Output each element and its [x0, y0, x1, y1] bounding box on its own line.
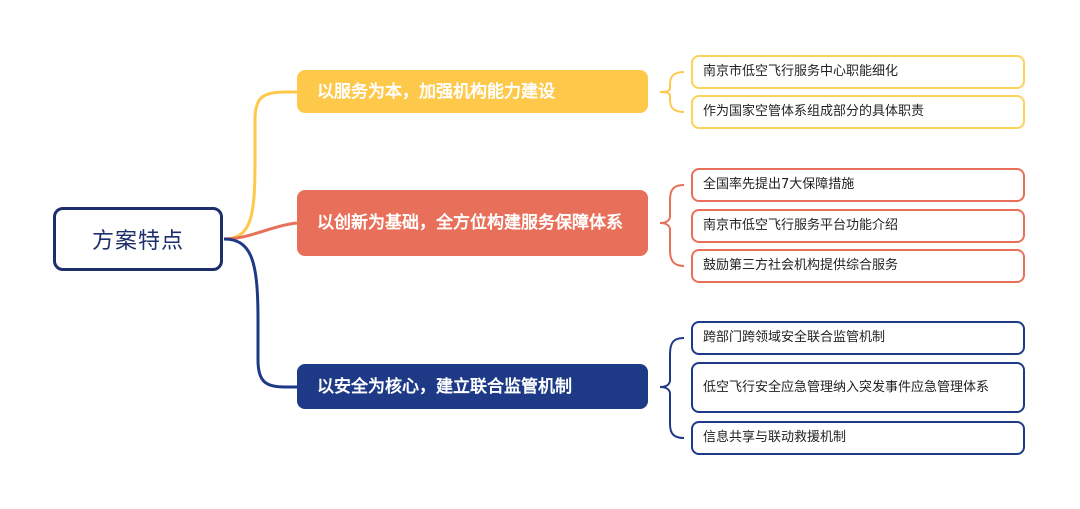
branch-label: 以创新为基础，全方位构建服务保障体系	[317, 213, 623, 233]
connector-root-branch-1	[223, 90, 297, 241]
root-node: 方案特点	[53, 207, 223, 271]
leaf-label: 低空飞行安全应急管理纳入突发事件应急管理体系	[703, 379, 990, 395]
branch-node-1: 以服务为本，加强机构能力建设	[297, 70, 648, 113]
leaf-node: 鼓励第三方社会机构提供综合服务	[691, 249, 1025, 283]
leaf-label: 全国率先提出7大保障措施	[703, 177, 855, 192]
leaf-node: 跨部门跨领域安全联合监管机制	[691, 321, 1025, 355]
leaf-node: 全国率先提出7大保障措施	[691, 168, 1025, 202]
branch-label: 以安全为核心，建立联合监管机制	[317, 376, 572, 397]
branch-node-2: 以创新为基础，全方位构建服务保障体系	[297, 190, 648, 256]
connector-root-branch-3	[223, 237, 297, 389]
leaf-label: 作为国家空管体系组成部分的具体职责	[703, 104, 925, 119]
leaf-label: 南京市低空飞行服务中心职能细化	[703, 64, 899, 79]
leaf-label: 跨部门跨领域安全联合监管机制	[703, 330, 886, 345]
branch-node-3: 以安全为核心，建立联合监管机制	[297, 364, 648, 409]
leaf-label: 鼓励第三方社会机构提供综合服务	[703, 258, 899, 273]
leaf-node: 信息共享与联动救援机制	[691, 421, 1025, 455]
leaf-label: 南京市低空飞行服务平台功能介绍	[703, 218, 899, 233]
leaf-node: 南京市低空飞行服务中心职能细化	[691, 55, 1025, 89]
brace-branch-3	[659, 337, 685, 439]
leaf-node: 低空飞行安全应急管理纳入突发事件应急管理体系	[691, 362, 1025, 413]
leaf-node: 作为国家空管体系组成部分的具体职责	[691, 95, 1025, 129]
branch-label: 以服务为本，加强机构能力建设	[317, 81, 555, 102]
brace-branch-2	[659, 184, 685, 267]
leaf-label: 信息共享与联动救援机制	[703, 430, 847, 445]
root-label: 方案特点	[91, 229, 184, 254]
brace-branch-1	[659, 71, 685, 113]
leaf-node: 南京市低空飞行服务平台功能介绍	[691, 209, 1025, 243]
